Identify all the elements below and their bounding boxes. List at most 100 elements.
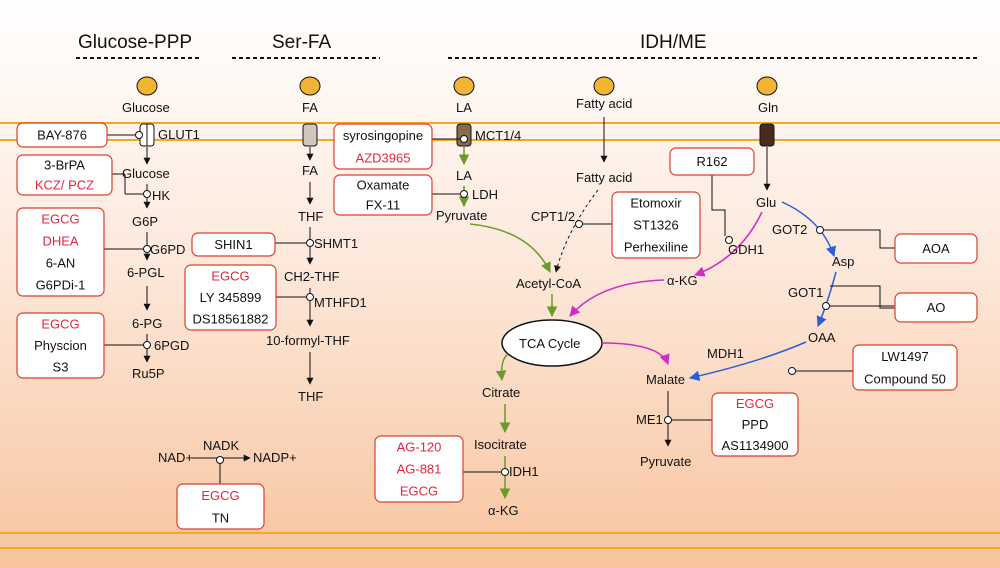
inhibitor-boxes: BAY-876 3-BrPA KCZ/ PCZ EGCGDHEA6-ANG6PDi-1… [16,122,978,530]
lower-membrane [0,532,1000,549]
inhibitor-label: SHIN1 [214,237,252,252]
fatty-acid-out-label: Fatty acid [576,96,632,111]
inhibitor-label: EGCG [201,488,239,503]
fa-transporter-icon [302,123,318,147]
citrate-label: Citrate [482,385,520,400]
malate-label: Malate [646,372,685,387]
got1-label: GOT1 [788,285,823,300]
thf-1-label: THF [298,209,323,224]
oaa-label: OAA [808,330,836,345]
inhibitor-label: AOA [922,241,950,256]
6pgd-label: 6PGD [154,338,189,353]
ch2-thf-label: CH2-THF [284,269,340,284]
idh1-label: IDH1 [509,464,539,479]
got2-label: GOT2 [772,222,807,237]
node-la-circle [453,76,475,96]
inhibitor-label: 3-BrPA [44,158,85,173]
inhibitor-box-shin1: SHIN1 [191,232,276,257]
nad-label: NAD+ [158,450,193,465]
pyruvate-1-label: Pyruvate [436,208,487,223]
g6pd-label: G6PD [150,242,185,257]
mct14-label: MCT1/4 [475,128,521,143]
inhibitor-label: BAY-876 [37,128,87,143]
inhibitor-label: EGCG [400,484,438,499]
inhibitor-label: LW1497 [881,349,928,364]
shmt1-label: SHMT1 [314,236,358,251]
inhibitor-label: FX-11 [366,198,400,213]
pyruvate-2-label: Pyruvate [640,454,691,469]
inhibitor-label: AO [927,300,946,315]
glucose-in-label: Glucose [122,166,170,181]
inhibitor-label: EGCG [41,212,79,227]
glut1-label: GLUT1 [158,127,200,142]
glu-label: Glu [756,195,776,210]
asp-label: Asp [832,254,854,269]
akg-2-label: α-KG [667,273,698,288]
inhibitor-box-nadk-inh: EGCG TN [176,483,265,530]
inhibitor-label: DS18561882 [193,312,269,327]
section-glucose-ppp: Glucose-PPP [78,32,192,53]
section-ser-fa: Ser-FA [272,32,331,53]
inhibitor-box-aoa: AOA [894,233,978,264]
gln-transporter-icon [759,123,775,147]
cell-membrane [0,122,1000,141]
6pgl-label: 6-PGL [127,265,165,280]
nadp-label: NADP+ [253,450,297,465]
inhibitor-label: LY 345899 [200,290,262,305]
glucose-out-label: Glucose [122,100,170,115]
10-formyl-thf-label: 10-formyl-THF [266,333,350,348]
thf-2-label: THF [298,389,323,404]
inhibitor-label: Perhexiline [624,240,688,255]
node-glucose-circle [136,76,158,96]
gln-label: Gln [758,100,778,115]
inhibitor-label: TN [212,510,229,525]
node-fa-circle [299,76,321,96]
inhibitor-label: syrosingopine [343,128,423,143]
ru5p-label: Ru5P [132,366,165,381]
inhibitor-label: Etomoxir [630,196,682,211]
gdh1-label: GDH1 [728,242,764,257]
inhibitor-label: PPD [742,417,769,432]
fatty-acid-in-label: Fatty acid [576,170,632,185]
la-in-label: LA [456,168,472,183]
inhibitor-label: KCZ/ PCZ [35,178,94,193]
la-out-label: LA [456,100,472,115]
inhibitor-label: 6-AN [46,256,76,271]
inhibitor-box-brpa: 3-BrPA KCZ/ PCZ [16,154,113,196]
akg-1-label: α-KG [488,503,519,518]
inhibitor-label: S3 [53,360,69,375]
fa-out-label: FA [302,100,318,115]
node-gln-circle [756,76,778,96]
hk-label: HK [152,188,170,203]
ldh-label: LDH [472,187,498,202]
node-fatty-acid-circle [593,76,615,96]
inhibitor-label: AG-120 [397,440,442,455]
inhibitor-label: AZD3965 [356,150,411,165]
inhibitor-label: R162 [696,154,727,169]
nadk-label: NADK [203,438,239,453]
section-idh-me: IDH/ME [640,32,707,53]
inhibitor-label: AG-881 [397,462,442,477]
inhibitor-label: EGCG [211,268,249,283]
mthfd1-label: MTHFD1 [314,295,367,310]
inhibitor-label: Oxamate [357,178,410,193]
fa-in-label: FA [302,163,318,178]
me1-label: ME1 [636,412,663,427]
inhibitor-label: EGCG [41,316,79,331]
isocitrate-label: Isocitrate [474,437,527,452]
inhibitor-box-r162: R162 [669,147,755,176]
inhibitor-box-ao: AO [894,292,978,323]
g6p-label: G6P [132,214,158,229]
inhibitor-label: AS1134900 [722,438,789,453]
inhibitor-label: Physcion [34,338,87,353]
inhibitor-label: ST1326 [633,218,679,233]
inhibitor-box-bay876: BAY-876 [16,122,108,148]
